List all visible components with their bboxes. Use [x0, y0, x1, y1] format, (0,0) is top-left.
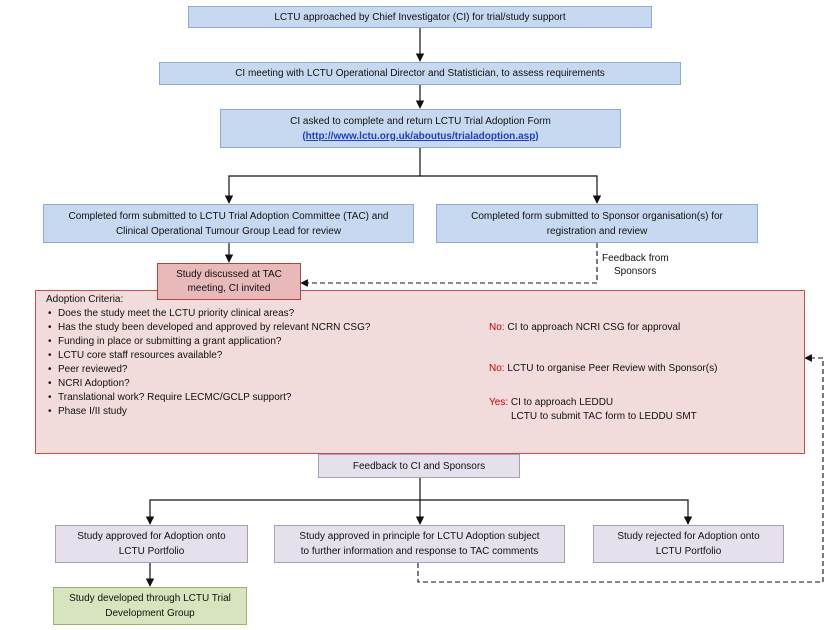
principle-box: Study approved in principle for LCTU Ado…: [274, 525, 565, 563]
feedback-from-sponsors-line2: Sponsors: [614, 266, 657, 277]
sponsor-submission-line1: Completed form submitted to Sponsor orga…: [471, 210, 723, 222]
criterion-phase: •Phase I/II study: [48, 406, 127, 417]
arrow-feedback-to-rejected: [420, 499, 693, 525]
approved-line2: LCTU Portfolio: [118, 546, 185, 557]
tac-discussion-line1: Study discussed at TAC: [176, 268, 282, 280]
adoption-form-box: CI asked to complete and return LCTU Tri…: [220, 109, 621, 148]
approved-box: Study approved for Adoption onto LCTU Po…: [55, 525, 248, 563]
outcome-leddu-line2: LCTU to submit TAC form to LEDDU SMT: [511, 411, 697, 422]
developed-line2: Development Group: [105, 608, 195, 619]
arrow-form-to-tac: [224, 148, 421, 204]
outcome-leddu-text: CI to approach LEDDU: [508, 397, 614, 408]
outcome-peer-text: LCTU to organise Peer Review with Sponso…: [504, 363, 718, 374]
tac-discussion-line2: meeting, CI invited: [187, 282, 271, 294]
criterion-translational: •Translational work? Require LECMC/GCLP …: [48, 392, 292, 403]
criterion-staff-resources: •LCTU core staff resources available?: [48, 350, 223, 361]
dashed-sponsor-feedback: [300, 243, 598, 287]
principle-line2: to further information and response to T…: [300, 546, 539, 557]
tac-submission-line1: Completed form submitted to LCTU Trial A…: [68, 210, 389, 222]
outcome-csg: No: CI to approach NCRI CSG for approval: [489, 322, 680, 333]
sponsor-submission-line2: registration and review: [546, 225, 648, 237]
rejected-line1: Study rejected for Adoption onto: [617, 531, 760, 542]
ci-approach-box: LCTU approached by Chief Investigator (C…: [188, 6, 652, 28]
adoption-form-text: CI asked to complete and return LCTU Tri…: [290, 115, 551, 127]
tac-submission-line2: Clinical Operational Tumour Group Lead f…: [115, 225, 342, 237]
criterion-priority-areas: •Does the study meet the LCTU priority c…: [48, 308, 295, 319]
criterion-peer-reviewed: •Peer reviewed?: [48, 364, 128, 375]
criteria-heading: Adoption Criteria:: [46, 294, 124, 305]
feedback-text: Feedback to CI and Sponsors: [352, 460, 486, 472]
outcome-peer-tag: No:: [489, 363, 505, 374]
criterion-funding: •Funding in place or submitting a grant …: [48, 336, 282, 347]
criterion-ncrn-csg: •Has the study been developed and approv…: [48, 322, 371, 333]
tac-submission-box: Completed form submitted to LCTU Trial A…: [43, 204, 414, 243]
outcome-leddu: Yes: CI to approach LEDDU: [489, 397, 613, 408]
ci-meeting-box: CI meeting with LCTU Operational Directo…: [159, 62, 681, 85]
feedback-from-sponsors-line1: Feedback from: [602, 253, 669, 264]
outcome-peer-review: No: LCTU to organise Peer Review with Sp…: [489, 363, 717, 374]
rejected-line2: LCTU Portfolio: [655, 546, 722, 557]
outcome-csg-tag: No:: [489, 322, 505, 333]
adoption-form-link[interactable]: (http://www.lctu.org.uk/aboutus/trialado…: [302, 130, 539, 142]
criterion-ncri-adoption: •NCRI Adoption?: [48, 378, 130, 389]
rejected-box: Study rejected for Adoption onto LCTU Po…: [593, 525, 784, 563]
sponsor-submission-box: Completed form submitted to Sponsor orga…: [436, 204, 758, 243]
arrow-form-to-sponsor: [420, 175, 602, 204]
dashed-resubmission-loop: [417, 354, 824, 583]
tac-discussion-box: Study discussed at TAC meeting, CI invit…: [157, 263, 301, 300]
developed-box: Study developed through LCTU Trial Devel…: [53, 587, 247, 625]
arrow-feedback-to-approved: [145, 478, 421, 525]
developed-line1: Study developed through LCTU Trial: [69, 593, 231, 604]
principle-line1: Study approved in principle for LCTU Ado…: [299, 531, 540, 542]
feedback-box: Feedback to CI and Sponsors: [318, 454, 520, 478]
feedback-from-sponsors-label: Feedback from Sponsors: [602, 252, 669, 278]
outcome-leddu-tag: Yes:: [489, 397, 509, 408]
adoption-criteria-box: Adoption Criteria: •Does the study meet …: [35, 290, 805, 454]
approved-line1: Study approved for Adoption onto: [77, 531, 226, 542]
ci-meeting-text: CI meeting with LCTU Operational Directo…: [235, 68, 605, 79]
ci-approach-text: LCTU approached by Chief Investigator (C…: [274, 11, 566, 23]
outcome-csg-text: CI to approach NCRI CSG for approval: [504, 322, 681, 333]
